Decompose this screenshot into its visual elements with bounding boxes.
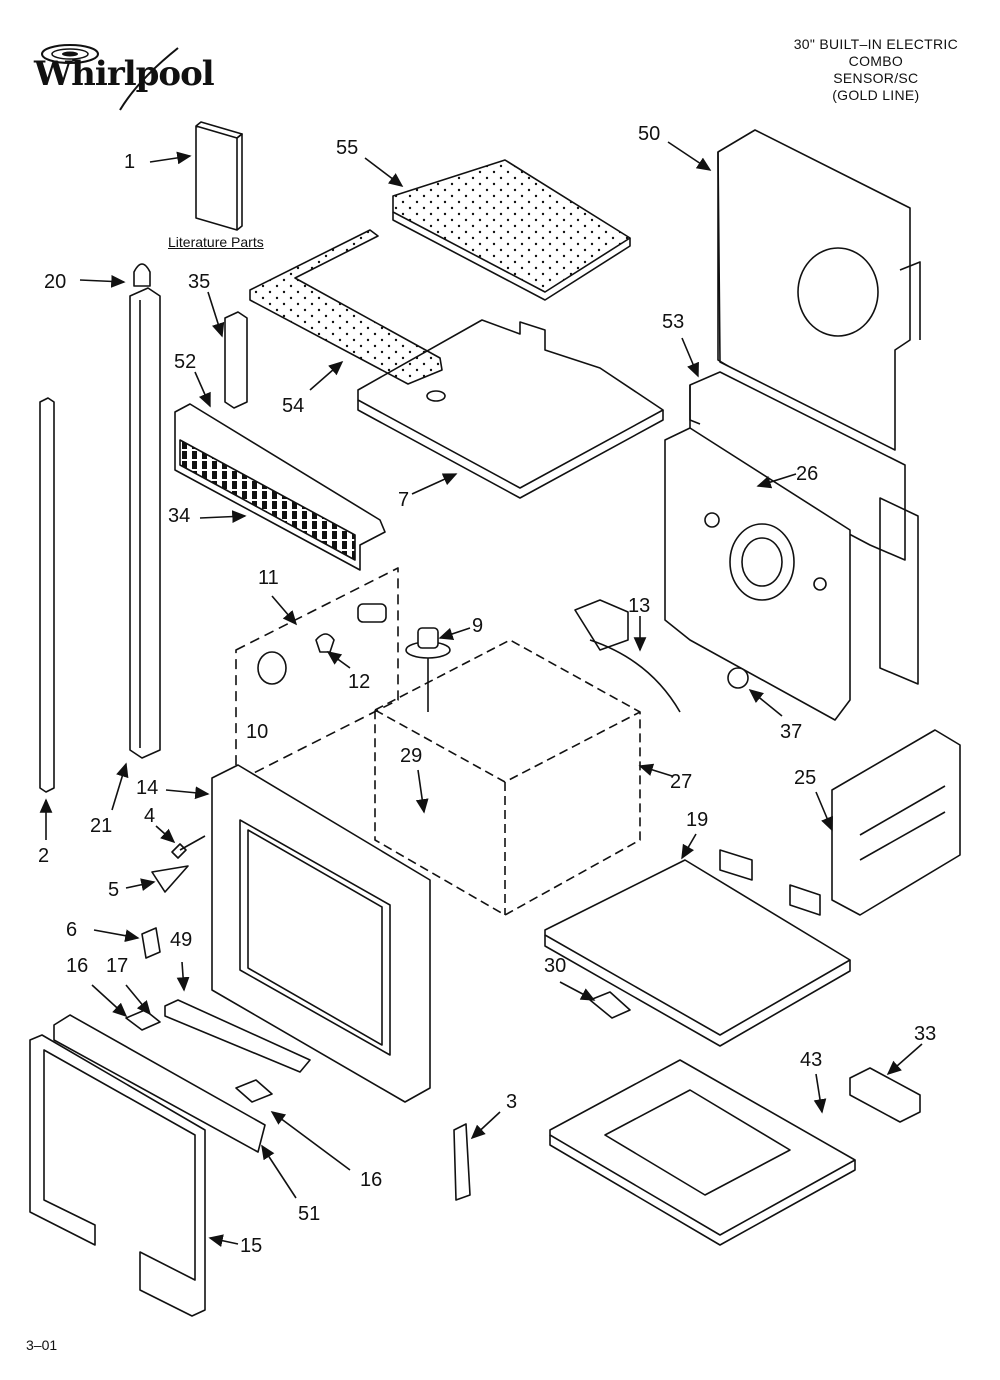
part-55-vented-panel xyxy=(392,159,631,301)
callout-12: 12 xyxy=(348,671,371,693)
part-49-trim xyxy=(164,999,311,1073)
brand-wordmark: Whirlpool xyxy=(34,54,215,94)
part-4-screw xyxy=(171,835,206,859)
callout-55: 55 xyxy=(336,137,359,159)
part-14-front-frame xyxy=(211,764,431,1103)
callout-9: 9 xyxy=(472,615,484,637)
callout-2: 2 xyxy=(38,845,50,867)
part-34-vent-grille xyxy=(174,403,386,571)
callout-25: 25 xyxy=(794,767,817,789)
part-27-oven-cavity xyxy=(374,639,641,916)
callout-19: 19 xyxy=(686,809,709,831)
part-20-end-cap xyxy=(133,263,151,287)
callout-16-left: 16 xyxy=(66,955,89,977)
part-26-convection-panel xyxy=(664,427,919,721)
callout-26: 26 xyxy=(796,463,819,485)
part-16-spacer-left xyxy=(125,1009,161,1031)
revision-code: 3–01 xyxy=(26,1337,58,1353)
part-11-switch xyxy=(357,603,387,623)
callout-3: 3 xyxy=(506,1091,518,1113)
part-7-top-cover xyxy=(357,319,664,499)
callout-14: 14 xyxy=(136,777,159,799)
part-35-bracket xyxy=(224,311,248,409)
part-43-base-tray xyxy=(549,1059,856,1246)
callout-37: 37 xyxy=(780,721,803,743)
part-10-knob xyxy=(257,651,287,685)
callout-33: 33 xyxy=(914,1023,937,1045)
part-21-side-trim xyxy=(129,287,161,759)
part-15-door-gasket xyxy=(29,1034,206,1317)
part-13-heating-element xyxy=(574,599,681,713)
callout-13: 13 xyxy=(628,595,651,617)
title-line-1: 30" BUILT–IN ELECTRIC xyxy=(793,36,958,52)
whirlpool-logo: Whirlpool xyxy=(28,40,215,120)
callout-54: 54 xyxy=(282,395,305,417)
part-54-frame xyxy=(249,229,443,385)
callout-51: 51 xyxy=(298,1203,321,1225)
callout-1: 1 xyxy=(124,151,136,173)
callout-16-right: 16 xyxy=(360,1169,383,1191)
part-16-spacer-right xyxy=(235,1079,273,1103)
part-25-side-panel xyxy=(831,729,961,916)
part-9-sensor xyxy=(405,627,451,712)
callout-34: 34 xyxy=(168,505,191,527)
callout-29: 29 xyxy=(400,745,423,767)
logo-swirl-icon xyxy=(41,44,179,111)
title-line-2: COMBO xyxy=(848,53,904,69)
callout-49: 49 xyxy=(170,929,193,951)
callout-52: 52 xyxy=(174,351,197,373)
callout-6: 6 xyxy=(66,919,78,941)
part-3-hinge-bracket xyxy=(453,1123,471,1201)
part-51-door-trim xyxy=(53,1014,266,1153)
callout-5: 5 xyxy=(108,879,120,901)
title-line-3: SENSOR/SC xyxy=(833,70,919,86)
callout-20: 20 xyxy=(44,271,67,293)
callout-7: 7 xyxy=(398,489,410,511)
part-11-control-assembly xyxy=(235,567,399,783)
callout-43: 43 xyxy=(800,1049,823,1071)
model-title-block: 30" BUILT–IN ELECTRIC COMBO SENSOR/SC (G… xyxy=(794,36,958,104)
part-6-bracket xyxy=(141,927,161,959)
part-50-rear-panel xyxy=(717,129,921,451)
callout-50: 50 xyxy=(638,123,661,145)
callout-27: 27 xyxy=(670,771,693,793)
part-30-bracket xyxy=(589,991,631,1019)
part-12-lamp xyxy=(315,633,335,653)
callout-35: 35 xyxy=(188,271,211,293)
part-19-bottom-panel xyxy=(544,849,851,1047)
literature-parts-label: Literature Parts xyxy=(168,234,264,250)
part-33-terminal-block xyxy=(849,1067,921,1123)
callout-30: 30 xyxy=(544,955,567,977)
callout-10: 10 xyxy=(246,721,269,743)
part-1-literature xyxy=(195,121,243,231)
callout-4: 4 xyxy=(144,805,156,827)
callout-17: 17 xyxy=(106,955,129,977)
callout-arrows xyxy=(39,141,923,1247)
callout-15: 15 xyxy=(240,1235,263,1257)
callout-11: 11 xyxy=(258,567,279,589)
part-37-fan-blade xyxy=(727,667,749,689)
title-line-4: (GOLD LINE) xyxy=(832,87,920,103)
part-2-side-strip xyxy=(39,397,55,793)
callout-53: 53 xyxy=(662,311,685,333)
part-5-clip xyxy=(151,865,189,893)
callout-21: 21 xyxy=(90,815,113,837)
